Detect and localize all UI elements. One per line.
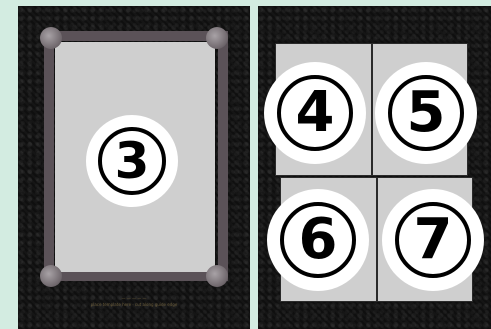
page-number: 6 bbox=[299, 212, 338, 268]
frame-corner-ornament bbox=[206, 27, 228, 49]
page-left: 3 — — — — — place template here · cut al… bbox=[18, 6, 250, 329]
frame-corner-ornament bbox=[40, 265, 62, 287]
page-number: 7 bbox=[414, 212, 453, 268]
caption-line-1: — — — — — bbox=[18, 296, 250, 301]
page-number-badge: 7 bbox=[382, 189, 484, 291]
page-number-badge: 5 bbox=[375, 62, 477, 164]
page-number-badge: 3 bbox=[86, 115, 178, 207]
page-number-badge: 4 bbox=[264, 62, 366, 164]
page-number: 5 bbox=[407, 85, 446, 141]
page-number: 3 bbox=[115, 136, 150, 186]
frame-corner-ornament bbox=[40, 27, 62, 49]
page-right: 4 5 6 7 bbox=[258, 6, 491, 329]
page-number-badge: 6 bbox=[267, 189, 369, 291]
page-number: 4 bbox=[296, 85, 335, 141]
caption-line-2: place template here · cut along guide ed… bbox=[18, 302, 250, 307]
frame-corner-ornament bbox=[206, 265, 228, 287]
